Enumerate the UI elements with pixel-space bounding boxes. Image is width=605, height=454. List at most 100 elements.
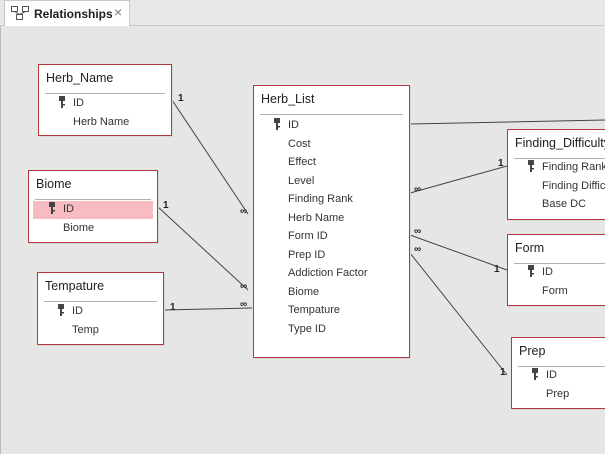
field-label: Base DC bbox=[542, 198, 587, 210]
table-herb-list[interactable]: Herb_List ID Cost Effect Level Finding R… bbox=[253, 85, 410, 358]
relation-line-tempature[interactable] bbox=[163, 307, 253, 311]
one-symbol: 1 bbox=[170, 302, 176, 313]
table-biome[interactable]: Biome ID Biome bbox=[28, 170, 158, 243]
many-symbol: ∞ bbox=[240, 299, 248, 310]
field-label: Cost bbox=[288, 137, 311, 150]
field-row[interactable]: Herb Name bbox=[43, 114, 167, 132]
key-icon bbox=[274, 118, 280, 130]
field-label: Temp bbox=[72, 324, 99, 336]
field-row[interactable]: Temp bbox=[42, 322, 159, 340]
relation-line-biome[interactable] bbox=[157, 206, 249, 291]
divider bbox=[45, 93, 165, 94]
divider bbox=[514, 263, 605, 264]
field-row[interactable]: Cost bbox=[258, 136, 405, 154]
many-symbol: ∞ bbox=[240, 281, 248, 292]
field-label: Herb Name bbox=[288, 211, 345, 224]
field-row-selected[interactable]: ID bbox=[33, 201, 153, 219]
field-row[interactable]: Prep ID bbox=[258, 247, 405, 265]
field-row[interactable]: Finding Difficulty bbox=[512, 178, 605, 196]
field-row[interactable]: Form bbox=[512, 283, 605, 301]
table-title: Prep bbox=[519, 344, 546, 358]
table-title: Finding_Difficulty bbox=[515, 136, 605, 150]
relationships-icon bbox=[11, 6, 29, 20]
many-symbol: ∞ bbox=[414, 226, 422, 237]
one-symbol: 1 bbox=[500, 367, 506, 378]
key-icon bbox=[58, 304, 64, 316]
table-prep[interactable]: Prep ID Prep bbox=[511, 337, 605, 409]
field-row[interactable]: Addiction Factor bbox=[258, 265, 405, 283]
field-row[interactable]: Form ID bbox=[258, 228, 405, 246]
relation-line-offscreen[interactable] bbox=[409, 119, 605, 125]
field-row[interactable]: Level bbox=[258, 173, 405, 191]
field-label: Addiction Factor bbox=[288, 267, 368, 279]
table-title: Herb_Name bbox=[46, 71, 114, 85]
field-label: Level bbox=[288, 174, 315, 187]
table-title: Biome bbox=[36, 177, 72, 191]
tab-strip: Relationships × bbox=[0, 0, 605, 26]
one-symbol: 1 bbox=[498, 158, 504, 169]
table-finding-difficulty[interactable]: Finding_Difficulty Finding Rank Finding … bbox=[507, 129, 605, 220]
field-row[interactable]: Herb Name bbox=[258, 210, 405, 228]
table-title: Form bbox=[515, 241, 545, 255]
field-label: ID bbox=[288, 119, 299, 131]
divider bbox=[35, 199, 151, 200]
table-form[interactable]: Form ID Form bbox=[507, 234, 605, 306]
table-herb-name[interactable]: Herb_Name ID Herb Name bbox=[38, 64, 172, 136]
relation-line-herb-name[interactable] bbox=[171, 99, 249, 215]
field-label: Herb Name bbox=[73, 116, 130, 128]
field-label: ID bbox=[73, 97, 84, 109]
one-symbol: 1 bbox=[178, 93, 184, 104]
many-symbol: ∞ bbox=[240, 206, 248, 217]
key-icon bbox=[528, 265, 534, 277]
field-row[interactable]: ID bbox=[516, 367, 605, 385]
field-label: Finding Rank bbox=[542, 161, 605, 173]
field-label: Form bbox=[542, 285, 568, 297]
relation-line-prep[interactable] bbox=[409, 252, 508, 376]
field-row[interactable]: Tempature bbox=[258, 302, 405, 320]
field-label: Tempature bbox=[288, 304, 340, 316]
key-icon bbox=[528, 160, 534, 172]
field-label: ID bbox=[546, 369, 557, 381]
field-row[interactable]: Finding Rank bbox=[258, 191, 405, 209]
field-label: Finding Rank bbox=[288, 193, 353, 205]
field-row[interactable]: ID bbox=[258, 117, 405, 135]
field-label: ID bbox=[63, 203, 74, 215]
table-tempature[interactable]: Tempature ID Temp bbox=[37, 272, 164, 345]
relation-line-finding-difficulty[interactable] bbox=[409, 165, 508, 194]
one-symbol: 1 bbox=[163, 200, 169, 211]
field-row[interactable]: Prep bbox=[516, 386, 605, 404]
field-row[interactable]: ID bbox=[512, 264, 605, 282]
field-label: Form ID bbox=[288, 230, 328, 242]
tab-relationships[interactable]: Relationships × bbox=[4, 0, 130, 26]
many-symbol: ∞ bbox=[414, 244, 422, 255]
field-label: Type ID bbox=[288, 322, 326, 335]
relation-line-form[interactable] bbox=[409, 234, 508, 271]
many-symbol: ∞ bbox=[414, 184, 422, 195]
divider bbox=[518, 366, 605, 367]
field-label: Finding Difficulty bbox=[542, 179, 605, 192]
close-icon[interactable]: × bbox=[114, 4, 123, 20]
field-label: Prep bbox=[546, 388, 570, 400]
field-row[interactable]: Biome bbox=[33, 220, 153, 238]
key-icon bbox=[532, 368, 538, 380]
field-row[interactable]: Biome bbox=[258, 284, 405, 302]
field-row[interactable]: Effect bbox=[258, 154, 405, 172]
field-label: Effect bbox=[288, 156, 316, 168]
key-icon bbox=[59, 96, 65, 108]
tab-label: Relationships bbox=[34, 7, 113, 21]
one-symbol: 1 bbox=[494, 264, 500, 275]
divider bbox=[514, 158, 605, 159]
field-row[interactable]: Base DC bbox=[512, 196, 605, 214]
field-row[interactable]: ID bbox=[43, 95, 167, 113]
field-row[interactable]: ID bbox=[42, 303, 159, 321]
field-label: Biome bbox=[288, 285, 320, 298]
field-label: ID bbox=[72, 305, 83, 317]
field-row[interactable]: Finding Rank bbox=[512, 159, 605, 177]
field-label: Biome bbox=[63, 222, 95, 234]
table-title: Tempature bbox=[45, 279, 105, 293]
field-label: ID bbox=[542, 266, 553, 278]
divider bbox=[260, 114, 403, 115]
field-row[interactable]: Type ID bbox=[258, 321, 405, 339]
divider bbox=[44, 301, 157, 302]
